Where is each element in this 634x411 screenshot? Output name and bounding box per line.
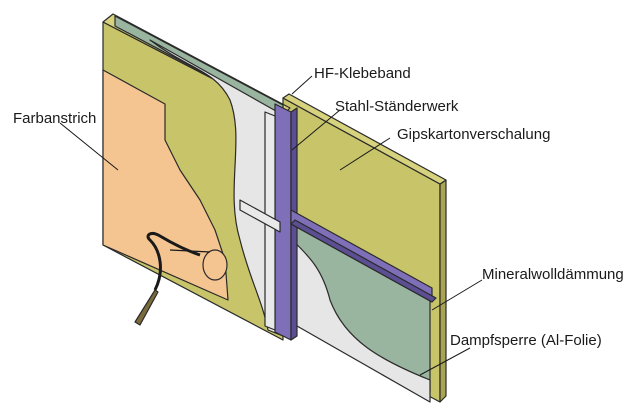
label-drywall: Gipskartonverschalung [397,126,550,143]
paint-roller [134,232,228,326]
label-insulation: Mineralwolldämmung [482,266,624,283]
label-vapor-barrier: Dampfsperre (Al-Folie) [450,332,602,349]
label-paint: Farbanstrich [13,110,96,127]
label-steel-studs: Stahl-Ständerwerk [335,98,459,115]
paint-area [102,69,229,301]
leader-lines [59,75,483,376]
label-hf-tape: HF-Klebeband [314,65,411,82]
vapor-barrier-foil [282,229,431,403]
steel-stud-horizontal [290,209,437,303]
vapor-barrier-exposed [149,39,284,337]
hf-tape-seam [239,111,281,331]
